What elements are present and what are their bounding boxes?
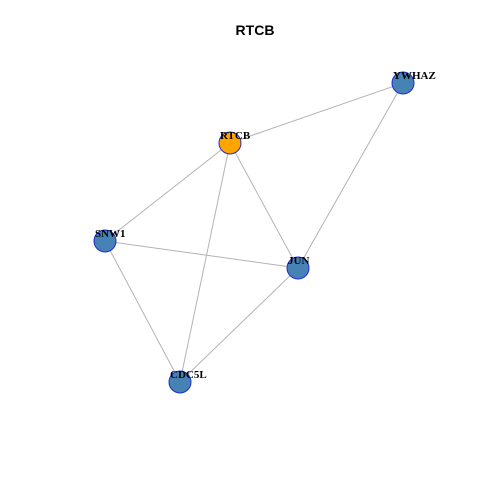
edge-layer [104,82,404,383]
node-label-rtcb: RTCB [220,130,251,142]
edge-rtcb-cdc5l [179,142,231,383]
node-label-snw1: SNW1 [95,228,126,240]
node-cdc5l: CDC5L [168,369,207,394]
diagram-title: RTCB [236,22,275,38]
edge-snw1-cdc5l [104,240,181,383]
edge-snw1-jun [104,240,299,269]
edge-ywhaz-jun [297,82,404,269]
node-snw1: SNW1 [93,228,126,253]
edge-rtcb-snw1 [104,142,231,242]
node-jun: JUN [286,255,310,280]
edge-jun-cdc5l [179,267,299,383]
node-circle-jun [286,256,310,280]
node-circle-cdc5l [168,370,192,394]
edge-rtcb-ywhaz [229,82,404,144]
node-rtcb: RTCB [218,130,251,155]
node-ywhaz: YWHAZ [391,70,436,95]
edge-rtcb-jun [229,142,299,269]
node-label-cdc5l: CDC5L [170,369,207,381]
node-label-jun: JUN [288,255,309,267]
node-label-ywhaz: YWHAZ [393,70,436,82]
node-circle-rtcb [218,131,242,155]
node-circle-snw1 [93,229,117,253]
node-circle-ywhaz [391,71,415,95]
